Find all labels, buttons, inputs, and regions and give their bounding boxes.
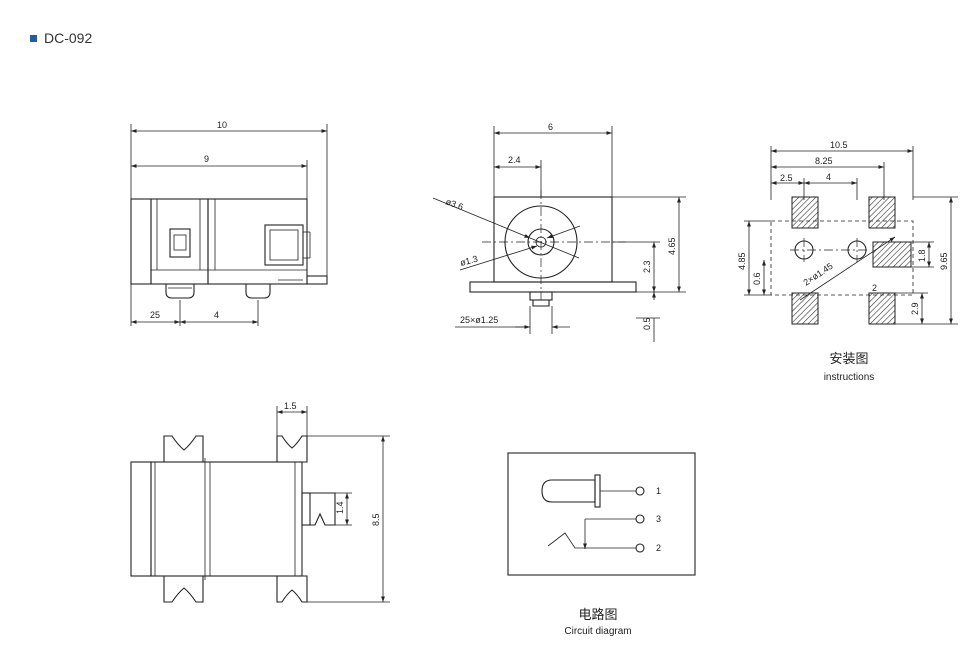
install-caption-en: instructions xyxy=(824,372,875,383)
body-left xyxy=(150,198,209,285)
pad xyxy=(868,196,896,229)
page-header: DC-092 xyxy=(30,30,92,46)
dim-label: ø3.6 xyxy=(444,196,464,212)
clip-top-left xyxy=(163,435,204,463)
plug-symbol xyxy=(541,479,596,503)
dim-label: 1.4 xyxy=(335,501,345,514)
front-body xyxy=(493,196,613,283)
bullet-icon xyxy=(30,34,37,42)
pad xyxy=(791,196,819,229)
dim-label: 2.9 xyxy=(910,302,920,315)
dim-label: 4.65 xyxy=(667,237,677,255)
slot-window xyxy=(169,228,191,258)
terminal-1 xyxy=(635,486,645,496)
dim-label: 25 xyxy=(150,310,160,320)
pin-label-2: 2 xyxy=(656,543,661,553)
dim-label: ø1.3 xyxy=(459,254,479,268)
terminal-2 xyxy=(635,543,645,553)
dim-label: 10.5 xyxy=(830,140,848,150)
outline-dashed xyxy=(770,220,914,296)
clip-top-right xyxy=(276,435,308,463)
switch-contact xyxy=(547,532,636,549)
contact-spring xyxy=(264,224,304,266)
front-view: 6 2.4 ø3.6 ø1.3 4.65 2.3 0.5 xyxy=(432,122,686,342)
clip-bottom-left xyxy=(163,575,204,603)
dim-label: 2×ø1.45 xyxy=(802,261,835,288)
side-view: 10 9 25 4 xyxy=(130,120,328,326)
model-title: DC-092 xyxy=(44,30,93,46)
top-view: 1.5 1.4 8.5 xyxy=(130,401,390,603)
top-pin xyxy=(310,492,336,526)
terminal-3 xyxy=(635,514,645,524)
front-base xyxy=(469,281,637,293)
dim-label: 4 xyxy=(826,172,831,182)
pin-label-3: 3 xyxy=(656,514,661,524)
front-pin-base xyxy=(529,291,553,301)
pin xyxy=(245,284,271,299)
dim-label: 0.5 xyxy=(642,317,652,330)
body-right xyxy=(207,198,308,285)
circuit-caption-cn: 电路图 xyxy=(578,607,617,622)
pin-label-1: 1 xyxy=(656,486,661,496)
dim-label: 1.8 xyxy=(917,249,927,262)
circuit-frame xyxy=(507,452,696,576)
dim-label: 2.5 xyxy=(780,173,793,183)
dim-label: 6 xyxy=(548,122,553,132)
pin xyxy=(165,284,195,299)
dim-label: 9.65 xyxy=(939,252,949,270)
dim-label: 4.85 xyxy=(737,252,747,270)
dim-label: 8.5 xyxy=(371,513,381,526)
dim-label: 2.3 xyxy=(642,260,652,273)
circuit-diagram: 1 3 2 电路图 Circuit diagram xyxy=(507,452,696,637)
install-footprint: 10.5 8.25 2.5 4 2×ø1.45 2 4.85 0.6 xyxy=(737,140,958,383)
circuit-caption-en: Circuit diagram xyxy=(564,626,631,637)
pad xyxy=(791,292,819,325)
mounting-tab xyxy=(306,275,328,285)
dim-label: 4 xyxy=(214,310,219,320)
top-front-flange xyxy=(130,461,152,577)
dim-label: 1.5 xyxy=(284,401,297,411)
pad xyxy=(868,292,896,325)
pad xyxy=(872,241,912,268)
dim-label: 10 xyxy=(217,120,227,130)
clip-bottom-right xyxy=(276,575,308,603)
dim-label: 9 xyxy=(204,154,209,164)
top-body xyxy=(150,461,303,577)
dim-label: 0.6 xyxy=(752,272,762,285)
dim-label: 2.4 xyxy=(508,155,521,165)
install-caption-cn: 安装图 xyxy=(829,351,868,366)
dim-label: 2 xyxy=(872,283,877,293)
dim-label: 8.25 xyxy=(815,156,833,166)
front-pin xyxy=(532,300,550,307)
body-front-flange xyxy=(130,198,152,285)
dim-label: 25×ø1.25 xyxy=(460,315,498,325)
